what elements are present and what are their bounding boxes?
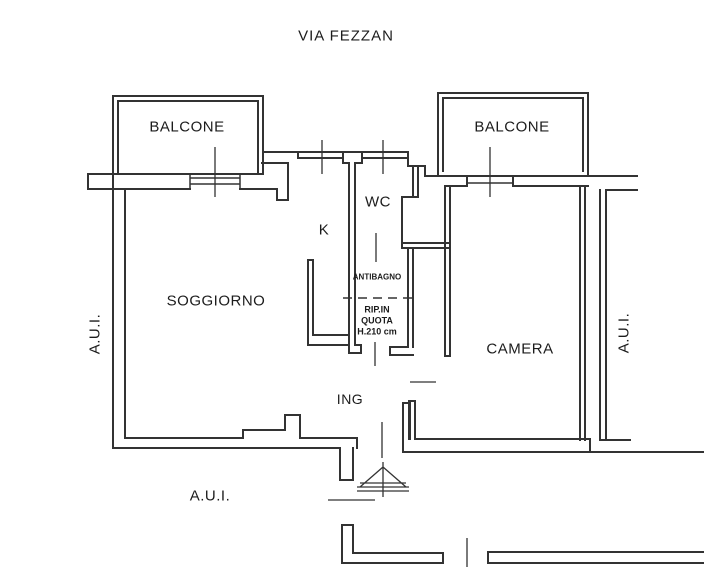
room-label-ing: ING: [336, 391, 364, 407]
room-label-soggiorno: SOGGIORNO: [166, 292, 266, 310]
room-label-kitchen: K: [318, 221, 330, 239]
area-label-aui-bottom: A.U.I.: [189, 487, 231, 505]
area-label-aui-left: A.U.I.: [86, 313, 104, 355]
room-label-wc: WC: [365, 193, 391, 211]
right-side-walls: [579, 185, 638, 441]
facade-right-wall: [437, 175, 638, 187]
room-label-balcone-left: BALCONE: [149, 118, 225, 136]
soggiorno-walls: [112, 188, 358, 481]
corridor-left-wall: [348, 162, 362, 354]
area-label-aui-right: A.U.I.: [615, 312, 633, 354]
stairs-icon: [357, 462, 409, 497]
ripostiglio-line-3: H.210 cm: [357, 326, 397, 337]
room-label-antibagno: ANTIBAGNO: [352, 272, 402, 282]
street-label: VIA FEZZAN: [298, 27, 394, 45]
camera-left-wall: [408, 185, 451, 440]
room-label-balcone-right: BALCONE: [474, 118, 550, 136]
facade-middle-wall: [261, 151, 439, 201]
bottom-stair-walls: [341, 524, 704, 564]
kitchen-wall: [307, 259, 350, 346]
camera-bottom-wall: [402, 438, 704, 453]
balcony-right-outline: [437, 92, 589, 177]
entrance-right-wall: [402, 402, 411, 453]
room-label-ripostiglio: RIP.IN QUOTA H.210 cm: [357, 305, 397, 338]
antibagno-right-wall: [389, 247, 414, 356]
ripostiglio-line-2: QUOTA: [361, 315, 393, 326]
room-label-camera: CAMERA: [486, 340, 554, 358]
wc-walls: [401, 165, 451, 249]
facade-left-wall: [87, 173, 278, 190]
ripostiglio-line-1: RIP.IN: [364, 304, 390, 315]
balcony-left-outline: [112, 95, 264, 190]
